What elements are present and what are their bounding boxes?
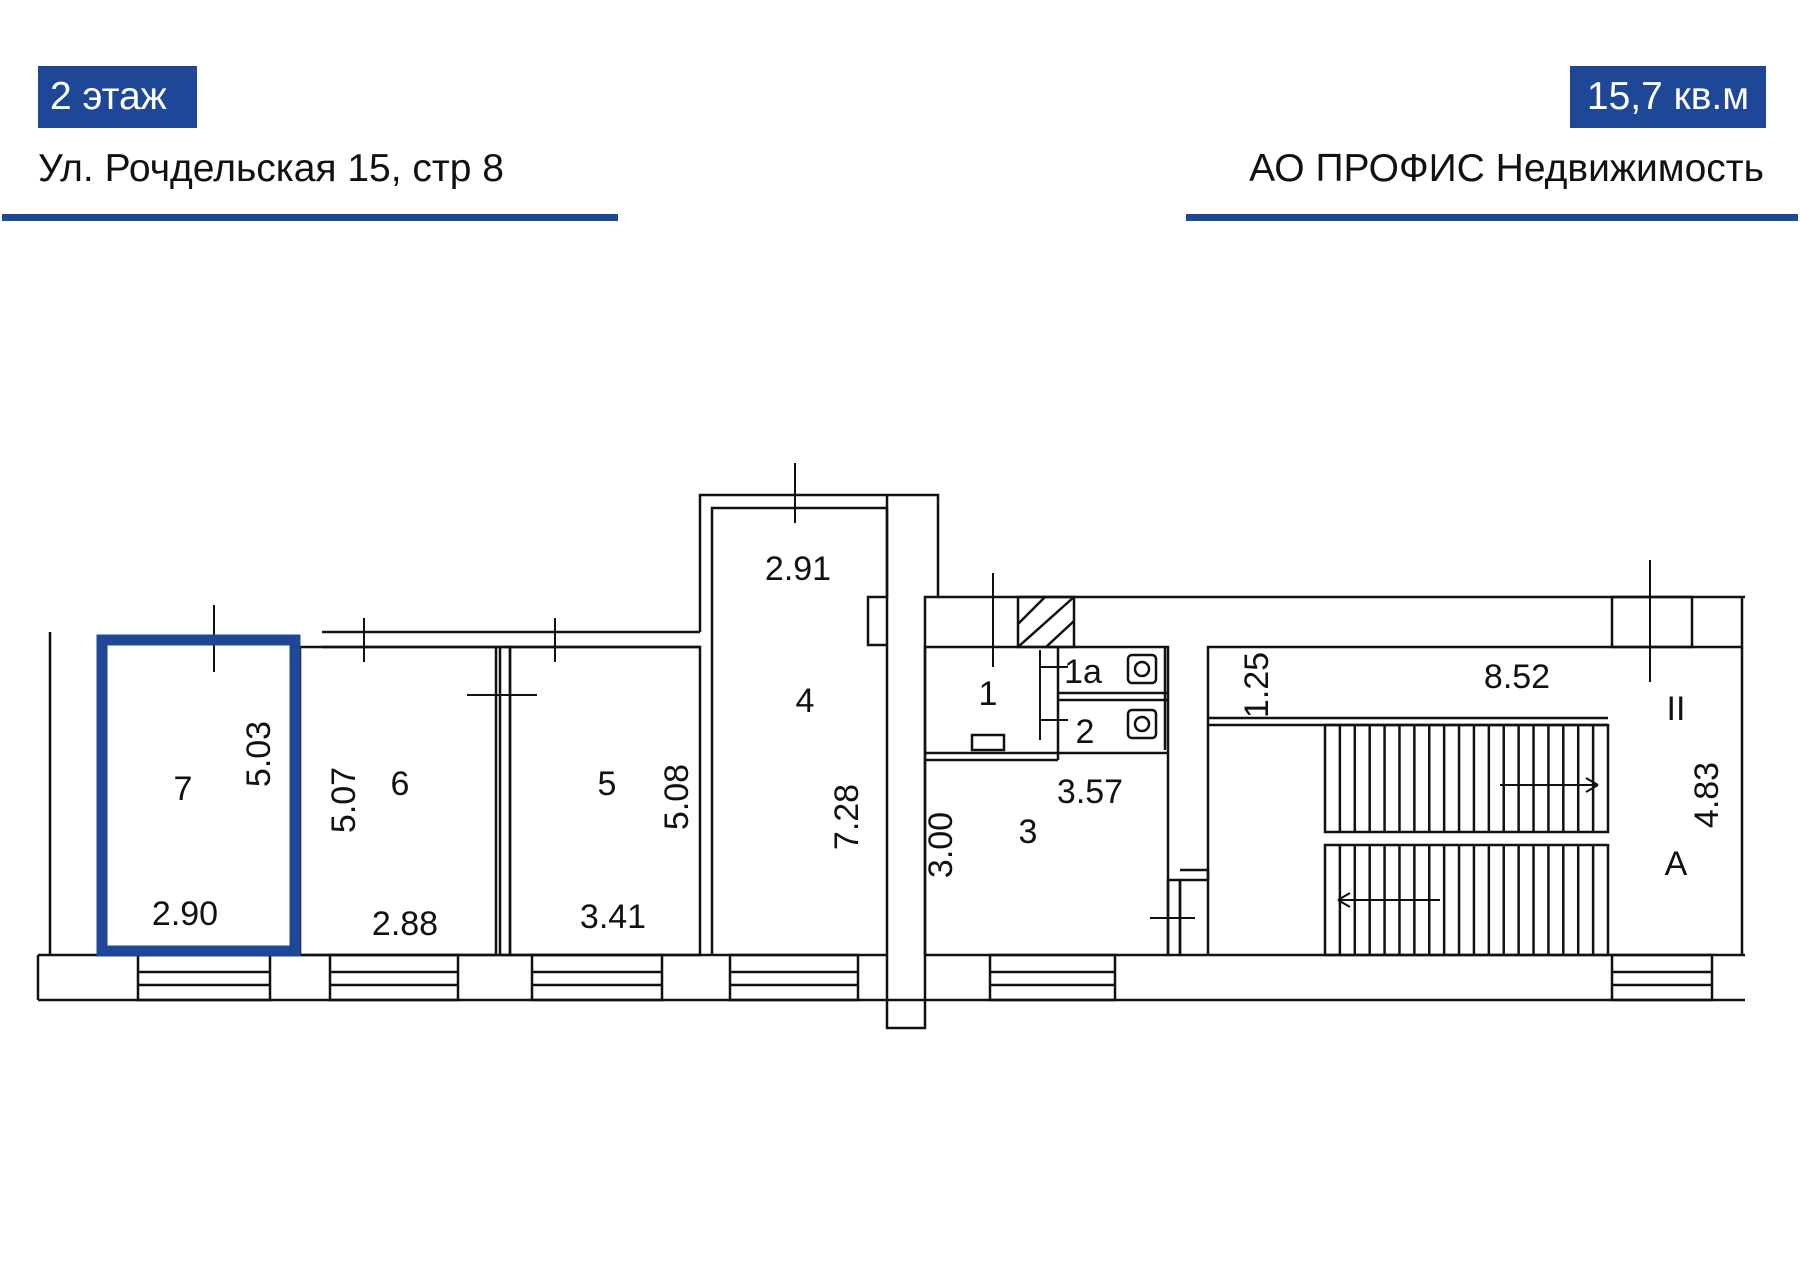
highlighted-room-7: [96, 634, 301, 957]
room-1a-number: 1а: [1064, 653, 1102, 691]
room-1-number: 1: [979, 675, 998, 713]
room-3-length: 3.00: [922, 812, 960, 878]
room-3-number: 3: [1019, 813, 1038, 851]
room-4-number: 4: [796, 682, 815, 720]
stair-sub-label: А: [1665, 845, 1688, 883]
room-6-length: 5.07: [325, 767, 363, 833]
room-6-number: 6: [391, 765, 410, 803]
header-rule-left: [2, 214, 618, 221]
stair-width: 8.52: [1484, 658, 1550, 696]
room-labels: 7 2.90 5.03 6 2.88 5.07 5 3.41 5.08 4 2.…: [152, 550, 1726, 943]
room-5-length: 5.08: [658, 764, 696, 830]
header-rule-right: [1186, 214, 1798, 221]
company-name: АО ПРОФИС Недвижимость: [1249, 147, 1764, 190]
area-badge: 15,7 кв.м: [1570, 66, 1766, 128]
room-2-number: 2: [1076, 713, 1095, 751]
room-3-width: 3.57: [1057, 773, 1123, 811]
room-5-number: 5: [598, 765, 617, 803]
openings: [213, 463, 1651, 919]
room-7-width: 2.90: [152, 895, 218, 933]
stair-number: II: [1667, 690, 1686, 728]
room-7-number: 7: [174, 770, 193, 808]
room-7-length: 5.03: [240, 721, 278, 787]
room-4-length: 7.28: [828, 784, 866, 850]
floor-badge: 2 этаж: [38, 66, 197, 128]
address: Ул. Рочдельская 15, стр 8: [38, 147, 504, 190]
stairs: [1338, 725, 1595, 955]
room-4-width: 2.91: [765, 550, 831, 588]
stair-extra-dim: 1.25: [1238, 652, 1276, 718]
room-5-width: 3.41: [580, 898, 646, 936]
room-6-width: 2.88: [372, 905, 438, 943]
stair-length: 4.83: [1688, 762, 1726, 828]
